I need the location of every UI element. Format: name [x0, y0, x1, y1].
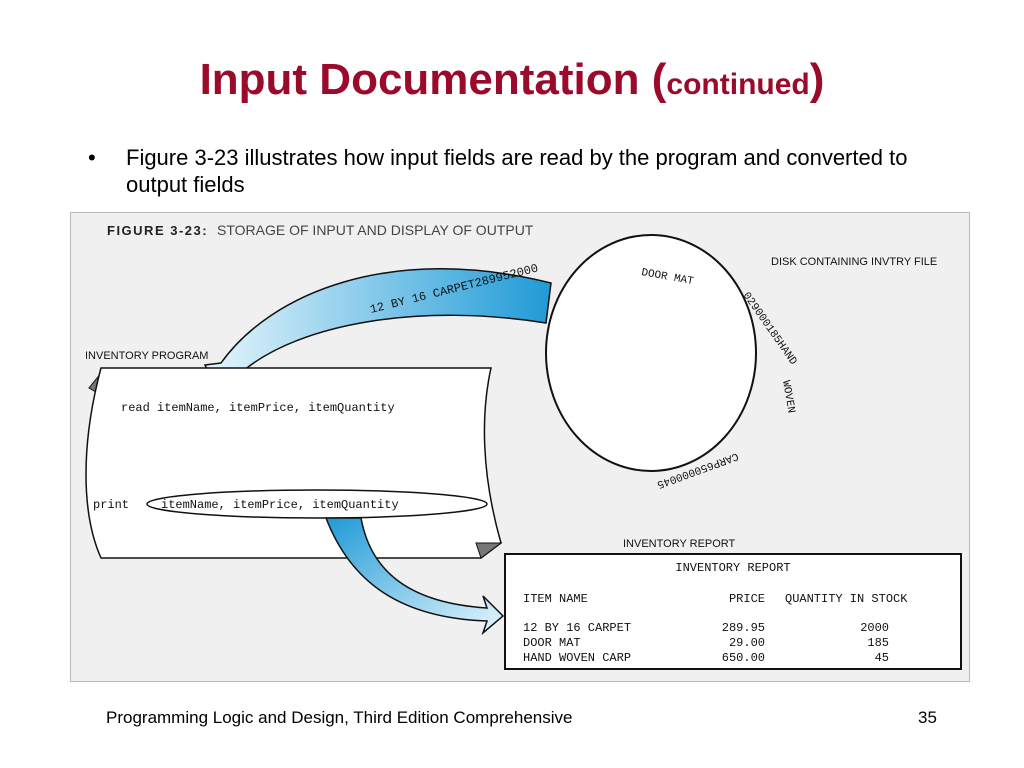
- slide-title: Input Documentation (continued): [0, 52, 1024, 113]
- read-statement: read itemName, itemPrice, itemQuantity: [121, 401, 395, 415]
- report-cell: 29.00: [729, 636, 765, 650]
- figure-label: FIGURE 3-23:: [107, 223, 208, 238]
- report-cell: 2000: [860, 621, 889, 635]
- report-label: INVENTORY REPORT: [623, 538, 736, 550]
- report-cell: 45: [875, 651, 889, 665]
- report-cell: 12 BY 16 CARPET: [523, 621, 631, 635]
- program-scroll: [85, 367, 502, 559]
- scroll-curl-bottom: [475, 542, 503, 559]
- program-label: INVENTORY PROGRAM: [85, 350, 208, 362]
- bullet-text: Figure 3-23 illustrates how input fields…: [126, 145, 908, 197]
- print-fields: itemName, itemPrice, itemQuantity: [161, 498, 399, 512]
- report-cell: 185: [867, 636, 889, 650]
- report-cell: DOOR MAT: [523, 636, 581, 650]
- disk-text-woven: WOVEN: [779, 380, 797, 415]
- slide-title-main: Input Documentation (: [199, 55, 667, 104]
- print-arrow: [324, 517, 505, 636]
- report-cell: 289.95: [722, 621, 765, 635]
- print-fields-oval: [146, 489, 488, 519]
- bullet-dot: •: [88, 145, 96, 170]
- figure-diagram: FIGURE 3-23: STORAGE OF INPUT AND DISPLA…: [85, 222, 962, 670]
- report-title: INVENTORY REPORT: [675, 561, 790, 575]
- report-header-item: ITEM NAME: [523, 592, 588, 606]
- report-box: [504, 553, 962, 670]
- disk-label: DISK CONTAINING INVTRY FILE: [771, 256, 937, 268]
- figure-frame: FIGURE 3-23: STORAGE OF INPUT AND DISPLA…: [70, 212, 970, 682]
- page-number: 35: [918, 708, 937, 727]
- disk-circle: [545, 234, 757, 472]
- report-header-quantity: QUANTITY IN STOCK: [785, 592, 908, 606]
- figure-caption: STORAGE OF INPUT AND DISPLAY OF OUTPUT: [217, 222, 534, 238]
- slide-title-continued: continued: [666, 68, 810, 101]
- slide-title-end: ): [809, 55, 825, 104]
- footer-course-title: Programming Logic and Design, Third Edit…: [106, 708, 573, 727]
- report-cell: 650.00: [722, 651, 765, 665]
- print-keyword: print: [93, 498, 129, 512]
- report-cell: HAND WOVEN CARP: [523, 651, 631, 665]
- report-header-price: PRICE: [729, 592, 765, 606]
